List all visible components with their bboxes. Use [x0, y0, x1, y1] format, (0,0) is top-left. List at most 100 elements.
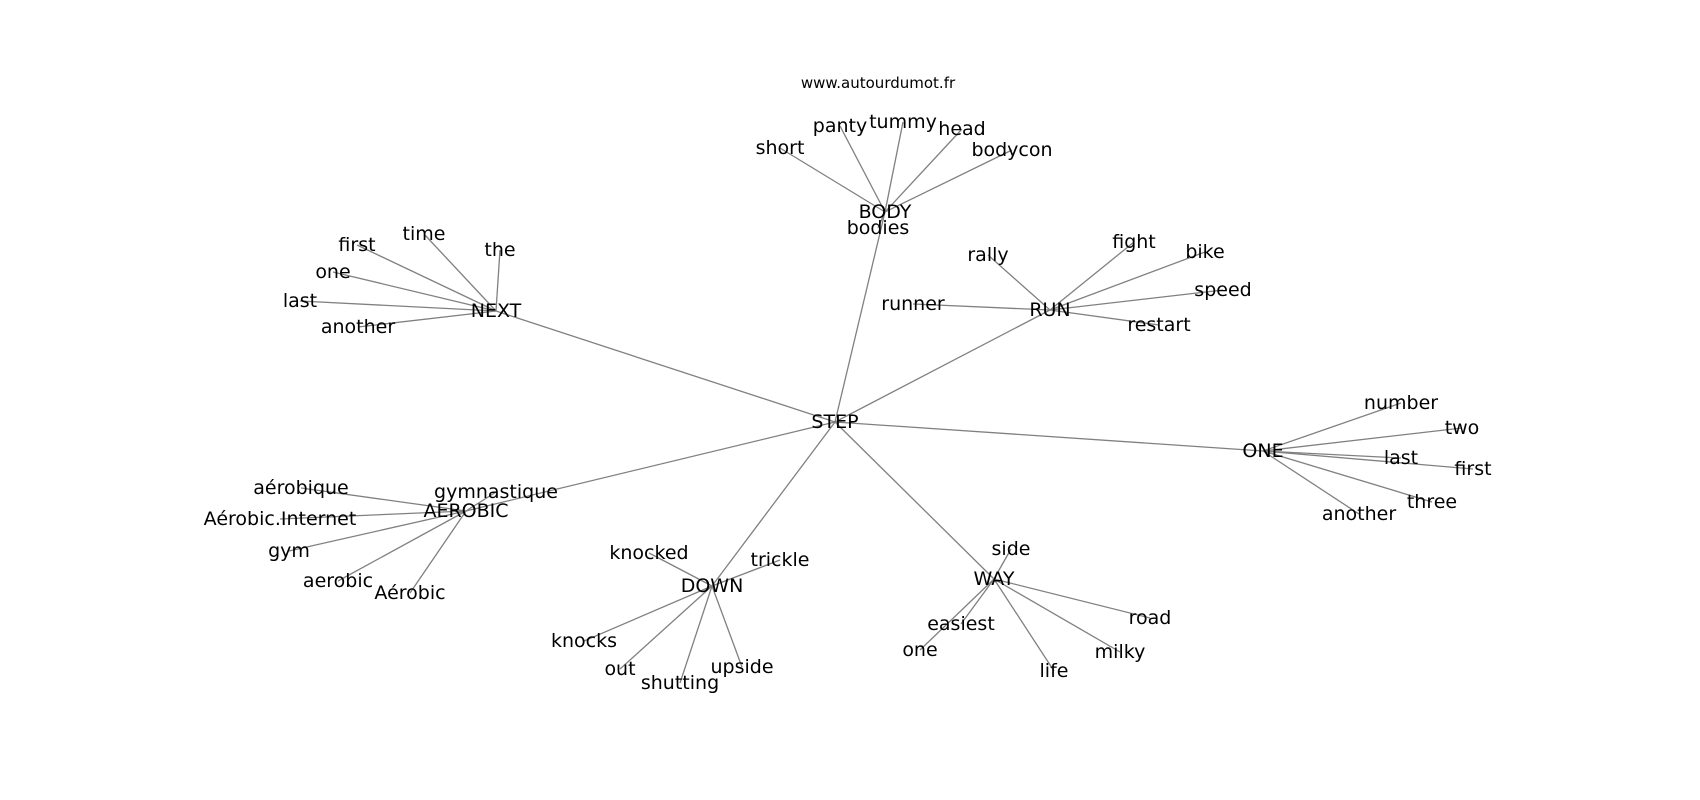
word-node: last [1384, 447, 1418, 469]
edge-step-one [834, 421, 1264, 452]
word-node: time [403, 223, 446, 245]
edge-run-word [1049, 309, 1160, 326]
edge-way-word [993, 578, 1055, 672]
word-node: short [756, 137, 805, 159]
word-node: milky [1095, 641, 1146, 663]
word-node: trickle [751, 549, 810, 571]
word-node: aérobique [253, 477, 348, 499]
edge-down-word [711, 585, 743, 668]
word-node: rally [967, 244, 1008, 266]
word-node: knocks [551, 630, 617, 652]
edge-aerobic-word [279, 510, 467, 520]
edge-next-word [357, 310, 497, 328]
edge-aerobic-word [300, 487, 467, 512]
site-watermark: www.autourdumot.fr [801, 74, 956, 92]
edge-aerobic-word [288, 510, 467, 552]
word-node: first [1454, 458, 1491, 480]
edge-aerobic-word [465, 491, 497, 512]
word-node: upside [710, 656, 773, 678]
edge-down-word [711, 559, 781, 587]
edge-step-down [711, 421, 836, 587]
word-node: first [338, 234, 375, 256]
edge-run-word [912, 303, 1051, 311]
edge-one-word [1262, 450, 1360, 515]
word-node: speed [1194, 279, 1251, 301]
edge-down-word [583, 585, 713, 642]
word-node: panty [813, 115, 867, 137]
edge-next-word [299, 300, 497, 312]
word-node: last [283, 290, 317, 312]
edge-body-word [779, 147, 886, 213]
edge-way-word [993, 578, 1151, 619]
word-node: the [484, 239, 515, 261]
word-node: bodycon [971, 139, 1052, 161]
word-node: aerobic [303, 570, 373, 592]
edge-down-word [679, 585, 713, 684]
word-node: out [604, 658, 635, 680]
edge-next-word [356, 244, 497, 312]
edge-down-word [648, 552, 713, 587]
word-node: road [1129, 607, 1172, 629]
edge-one-word [1262, 450, 1474, 470]
graph-edges [279, 121, 1474, 684]
edge-step-way [834, 421, 995, 580]
edge-run-word [1049, 289, 1224, 311]
word-node: knocked [609, 542, 688, 564]
edge-next-word [423, 233, 497, 312]
hub-node-aerobic: AEROBIC [423, 500, 508, 522]
edge-body-word [839, 125, 886, 213]
edge-aerobic-word [337, 510, 467, 582]
hub-node-body: BODY [859, 201, 912, 223]
edge-step-run [834, 309, 1051, 423]
word-node: gym [268, 540, 310, 562]
edge-run-word [987, 254, 1051, 311]
edge-body-word [884, 149, 1013, 213]
edge-body-word [884, 121, 904, 213]
edge-body-word [884, 128, 963, 213]
edge-body-word [877, 211, 886, 229]
hub-node-one: ONE [1242, 440, 1283, 462]
edge-step-next [495, 310, 836, 423]
word-node: number [1364, 392, 1438, 414]
hub-node-next: NEXT [471, 300, 522, 322]
word-node: restart [1127, 314, 1190, 336]
edge-way-word [993, 578, 1121, 653]
edge-way-word [960, 578, 995, 625]
edge-next-word [495, 249, 501, 312]
word-node: gymnastique [434, 481, 558, 503]
center-node: STEP [811, 411, 858, 433]
edge-step-aerobic [465, 421, 836, 512]
hub-node-down: DOWN [681, 575, 744, 597]
word-node: tummy [869, 111, 937, 133]
word-node: Aérobic [374, 582, 445, 604]
edge-one-word [1262, 402, 1402, 452]
edge-run-word [1049, 251, 1206, 311]
edge-aerobic-word [409, 510, 467, 594]
word-node: head [938, 118, 985, 140]
word-node: Aérobic.Internet [204, 508, 357, 530]
word-node: runner [881, 293, 945, 315]
word-node: easiest [927, 613, 995, 635]
word-node: two [1445, 417, 1480, 439]
edge-one-word [1262, 450, 1402, 459]
word-node: shutting [641, 672, 719, 694]
word-node: bike [1185, 241, 1224, 263]
hub-node-run: RUN [1029, 299, 1070, 321]
edge-step-body [834, 211, 886, 423]
word-node: one [315, 261, 350, 283]
word-node: fight [1112, 231, 1156, 253]
word-node: another [321, 316, 395, 338]
edge-down-word [619, 585, 713, 670]
word-node: side [992, 538, 1031, 560]
edge-way-word [919, 578, 995, 651]
word-node: life [1040, 660, 1069, 682]
word-node: bodies [847, 217, 910, 239]
edge-one-word [1262, 427, 1463, 452]
edge-way-word [993, 548, 1012, 580]
word-node: one [902, 639, 937, 661]
edge-run-word [1049, 241, 1135, 311]
edge-next-word [332, 271, 497, 312]
hub-node-way: WAY [974, 568, 1015, 590]
